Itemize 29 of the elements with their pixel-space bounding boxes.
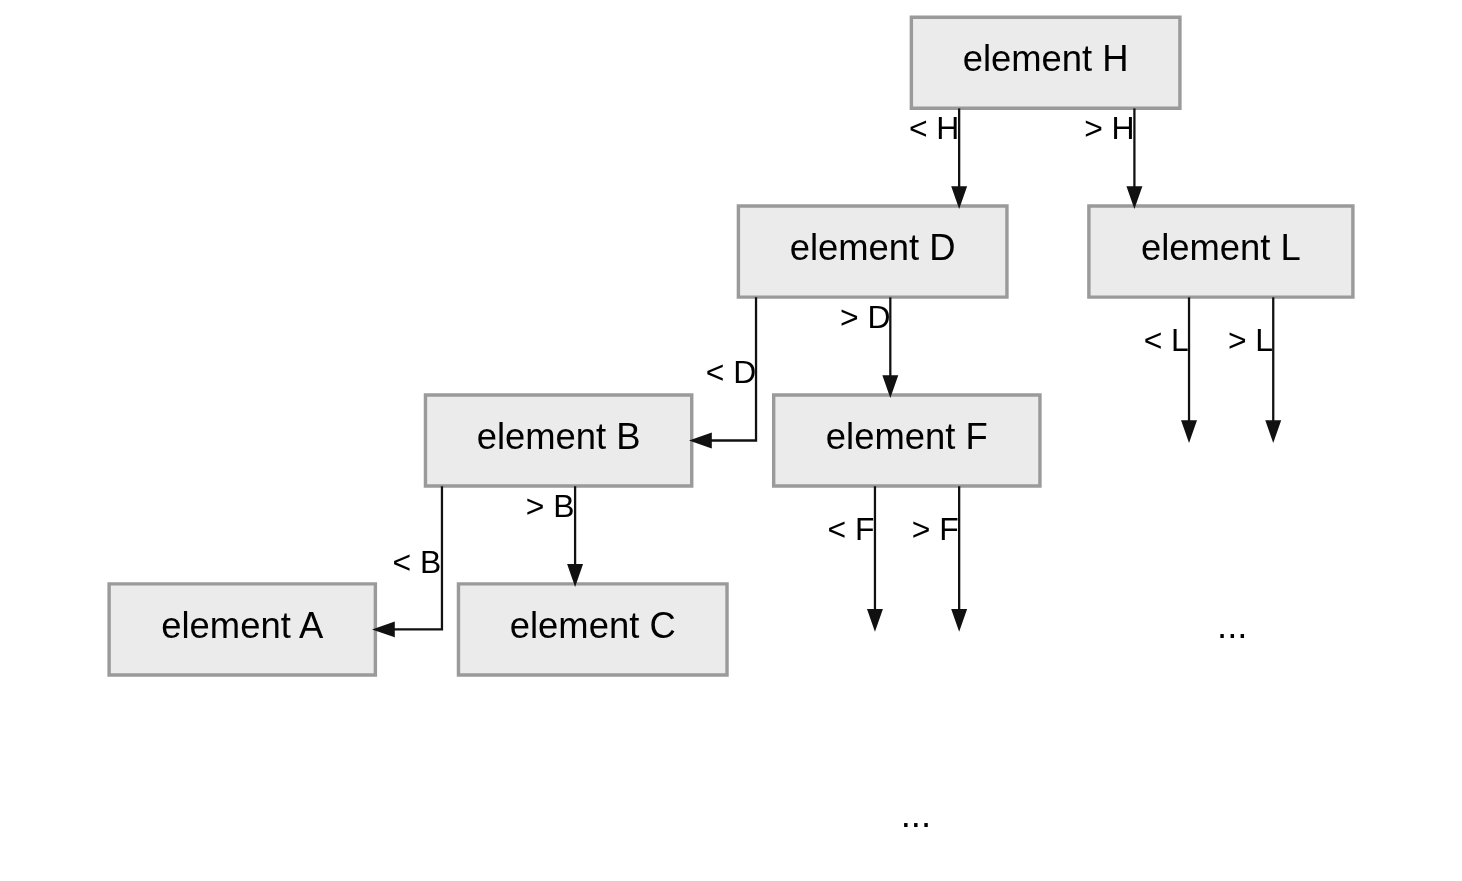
arrow <box>567 486 584 587</box>
edge-label: < D <box>705 353 757 390</box>
arrow <box>951 108 968 210</box>
arrow <box>866 486 883 632</box>
edge-label: > L <box>1227 321 1274 358</box>
edge-label: < L <box>1143 321 1189 358</box>
edge-label: < B <box>392 544 442 581</box>
edge-label: > H <box>1084 110 1135 147</box>
arrow <box>1126 108 1143 210</box>
arrow <box>689 297 758 449</box>
label: ... <box>900 793 932 835</box>
arrow <box>882 297 899 398</box>
edge-label: > D <box>840 299 891 336</box>
edge-label: < H <box>908 110 960 147</box>
node-box: element D <box>736 204 1009 299</box>
arrow <box>372 486 444 638</box>
node-box: element H <box>909 15 1182 110</box>
node-box: element F <box>771 393 1042 488</box>
node-box: element C <box>456 582 729 677</box>
edge-label: > F <box>911 510 959 547</box>
node-box: element L <box>1087 204 1355 299</box>
node-box: element A <box>107 582 378 677</box>
arrow <box>951 486 968 632</box>
arrow <box>1265 297 1282 443</box>
edge-label: > B <box>525 488 575 525</box>
edge-label: < F <box>827 510 875 547</box>
label: ... <box>1217 605 1248 647</box>
node-box: element B <box>423 393 694 488</box>
arrow <box>1181 297 1197 443</box>
